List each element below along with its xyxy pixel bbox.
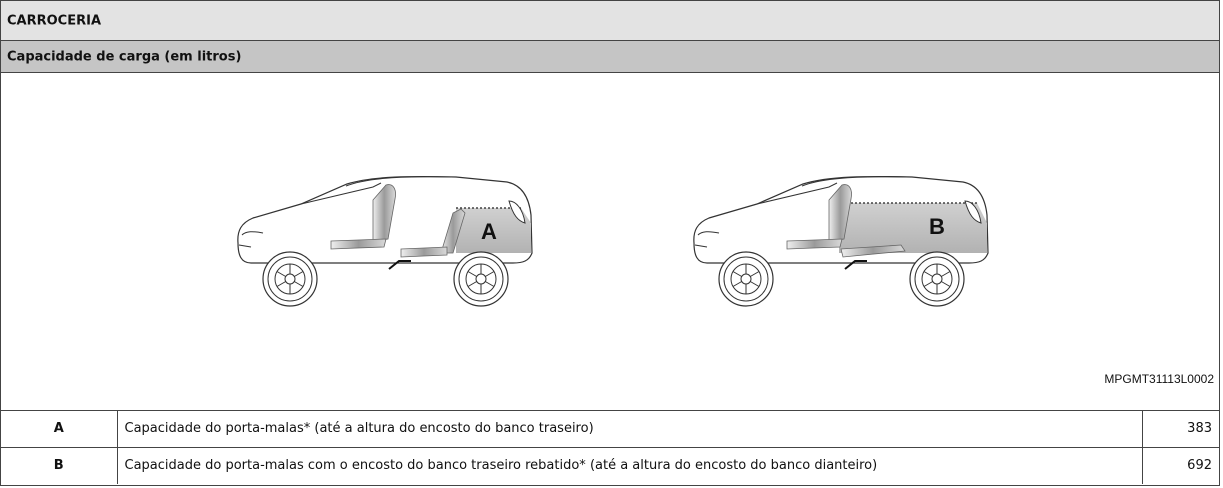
cargo-area-b xyxy=(839,203,987,253)
subsection-title: Capacidade de carga (em litros) xyxy=(7,49,242,64)
cargo-letter-b: B xyxy=(929,214,945,239)
row-key: B xyxy=(1,446,118,484)
subsection-header: Capacidade de carga (em litros) xyxy=(1,41,1219,73)
table-row: A Capacidade do porta-malas* (até a altu… xyxy=(1,410,1219,447)
row-value: 692 xyxy=(1142,446,1219,484)
cargo-letter-a: A xyxy=(481,219,497,244)
car-b-illustration: B xyxy=(693,175,989,307)
cargo-figure: A B MPGMT31113L0002 xyxy=(1,73,1219,411)
row-description: Capacidade do porta-malas* (até a altura… xyxy=(117,410,1143,447)
cargo-area-a xyxy=(456,208,531,253)
row-description: Capacidade do porta-malas com o encosto … xyxy=(117,446,1143,484)
car-a-illustration: A xyxy=(237,175,533,307)
table-row: B Capacidade do porta-malas com o encost… xyxy=(1,446,1219,484)
section-header: CARROCERIA xyxy=(1,1,1219,41)
cargo-diagram: A B xyxy=(237,175,989,307)
section-title: CARROCERIA xyxy=(7,13,102,28)
figure-code: MPGMT31113L0002 xyxy=(1104,372,1214,386)
row-key: A xyxy=(1,410,118,447)
row-value: 383 xyxy=(1187,420,1212,436)
capacity-table: A Capacidade do porta-malas* (até a altu… xyxy=(1,410,1219,484)
